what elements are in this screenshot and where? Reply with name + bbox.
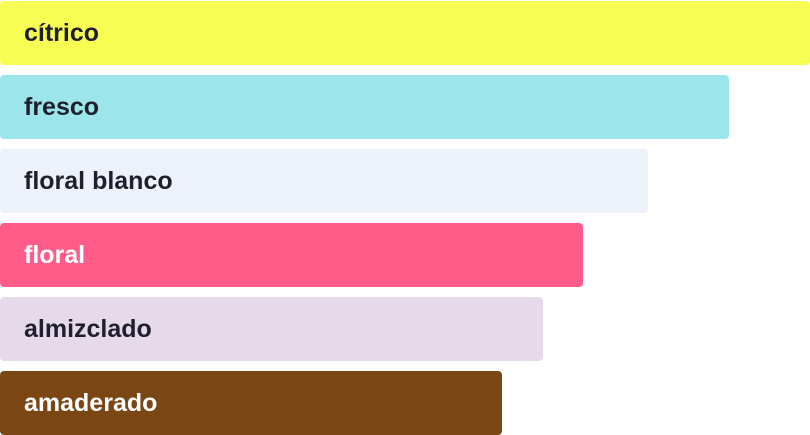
bar: almizclado [0,297,543,361]
bar-label: fresco [24,93,100,121]
bar: floral blanco [0,149,648,213]
bar: amaderado [0,371,502,435]
bar-label: almizclado [24,315,152,343]
bar-label: amaderado [24,389,158,417]
bar-label: floral [24,241,86,269]
bar-label: cítrico [24,19,100,47]
bar: fresco [0,75,729,139]
bar: floral [0,223,583,287]
bar: cítrico [0,1,810,65]
bar-label: floral blanco [24,167,173,195]
